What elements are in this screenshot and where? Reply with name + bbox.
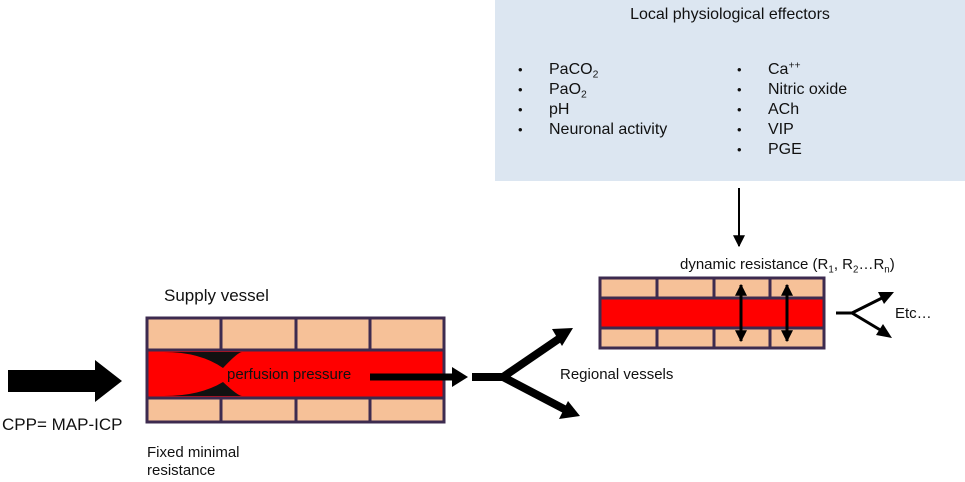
regional-branch-arrows [472, 328, 580, 419]
effector-item: pH [518, 100, 667, 120]
effector-item: ACh [737, 100, 847, 120]
effectors-list-left: PaCO2 PaO2 pH Neuronal activity [518, 60, 667, 140]
effector-item: Ca++ [737, 60, 847, 80]
effector-item: PGE [737, 140, 847, 160]
fixed-resistance-top [164, 352, 242, 368]
effectors-title: Local physiological effectors [630, 6, 830, 23]
fixed-resistance-label-line2: resistance [147, 462, 216, 479]
effector-item: PaCO2 [518, 60, 667, 80]
cpp-label: CPP= MAP-ICP [2, 415, 123, 434]
fixed-resistance-label-line1: Fixed minimal [147, 444, 240, 461]
regional-vessel [598, 276, 826, 350]
regional-vessels-label: Regional vessels [560, 366, 674, 383]
effector-item: Neuronal activity [518, 120, 667, 140]
effector-item: Nitric oxide [737, 80, 847, 100]
regional-lumen [598, 296, 826, 330]
effector-item: PaO2 [518, 80, 667, 100]
fixed-resistance-bottom [164, 382, 242, 396]
perfusion-pressure-label: perfusion pressure [227, 366, 352, 383]
cpp-arrow [8, 360, 122, 402]
supply-vessel-label: Supply vessel [164, 286, 269, 305]
etc-label: Etc… [895, 305, 932, 322]
effector-item: VIP [737, 120, 847, 140]
effectors-list-right: Ca++ Nitric oxide ACh VIP PGE [737, 60, 847, 160]
dynamic-resistance-label: dynamic resistance (R1, R2…Rn) [680, 256, 895, 276]
etc-branch-arrows [836, 292, 894, 338]
